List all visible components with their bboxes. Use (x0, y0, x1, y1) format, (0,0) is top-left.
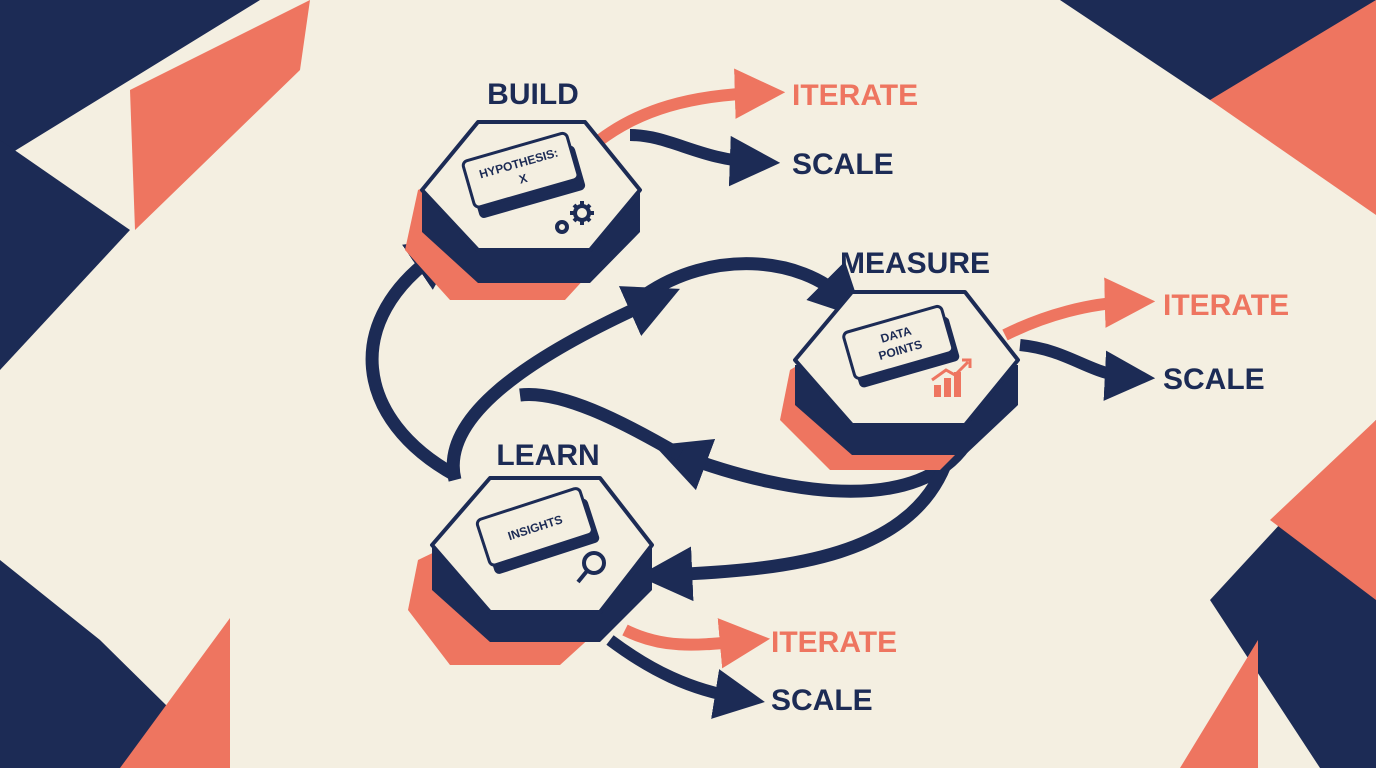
measure-iterate-arrow (1002, 277, 1156, 341)
bg-shape-bottom-right-coral (1180, 640, 1258, 768)
build-title: BUILD (487, 78, 579, 111)
gears-icon (555, 201, 594, 234)
measure-node: DATA POINTS (780, 290, 1020, 470)
cycle-arrows (365, 236, 971, 602)
arrow-loop-back-inner (519, 387, 684, 461)
build-node: HYPOTHESIS: X (405, 120, 642, 300)
measure-title: MEASURE (840, 247, 990, 280)
output-arrows (596, 68, 1156, 719)
learn-card (475, 487, 594, 567)
build-iterate-label: ITERATE (792, 79, 918, 112)
measure-card (842, 304, 955, 380)
learn-node: INSIGHTS (408, 476, 654, 665)
arrow-learn-to-build-inner (446, 286, 680, 482)
measure-scale-label: SCALE (1163, 363, 1265, 396)
bg-shape-right-coral (1270, 420, 1376, 600)
learn-scale-label: SCALE (771, 684, 873, 717)
bar-chart-icon (931, 358, 972, 397)
build-iterate-arrow (596, 68, 786, 145)
build-scale-arrow (629, 129, 781, 187)
bg-shape-top-left-navy (0, 0, 260, 160)
learn-scale-arrow (606, 635, 765, 719)
bg-shape-left-navy (0, 140, 130, 370)
arrow-loop-to-measure (641, 257, 865, 320)
build-card-text-line-2: X (517, 171, 529, 187)
learn-iterate-label: ITERATE (771, 626, 897, 659)
measure-scale-arrow (1019, 339, 1156, 401)
measure-iterate-label: ITERATE (1163, 289, 1289, 322)
arrow-learn-to-build (365, 236, 463, 481)
build-card (461, 131, 580, 209)
bg-shape-top-right-coral (1210, 0, 1376, 215)
learn-iterate-arrow (622, 618, 771, 669)
build-scale-label: SCALE (792, 148, 894, 181)
bg-shape-bottom-left-coral (120, 618, 230, 768)
learn-title: LEARN (496, 439, 599, 472)
bg-shape-top-left-coral (130, 0, 310, 230)
arrow-measure-to-learn-lower (637, 448, 957, 602)
magnifier-icon (576, 551, 606, 584)
